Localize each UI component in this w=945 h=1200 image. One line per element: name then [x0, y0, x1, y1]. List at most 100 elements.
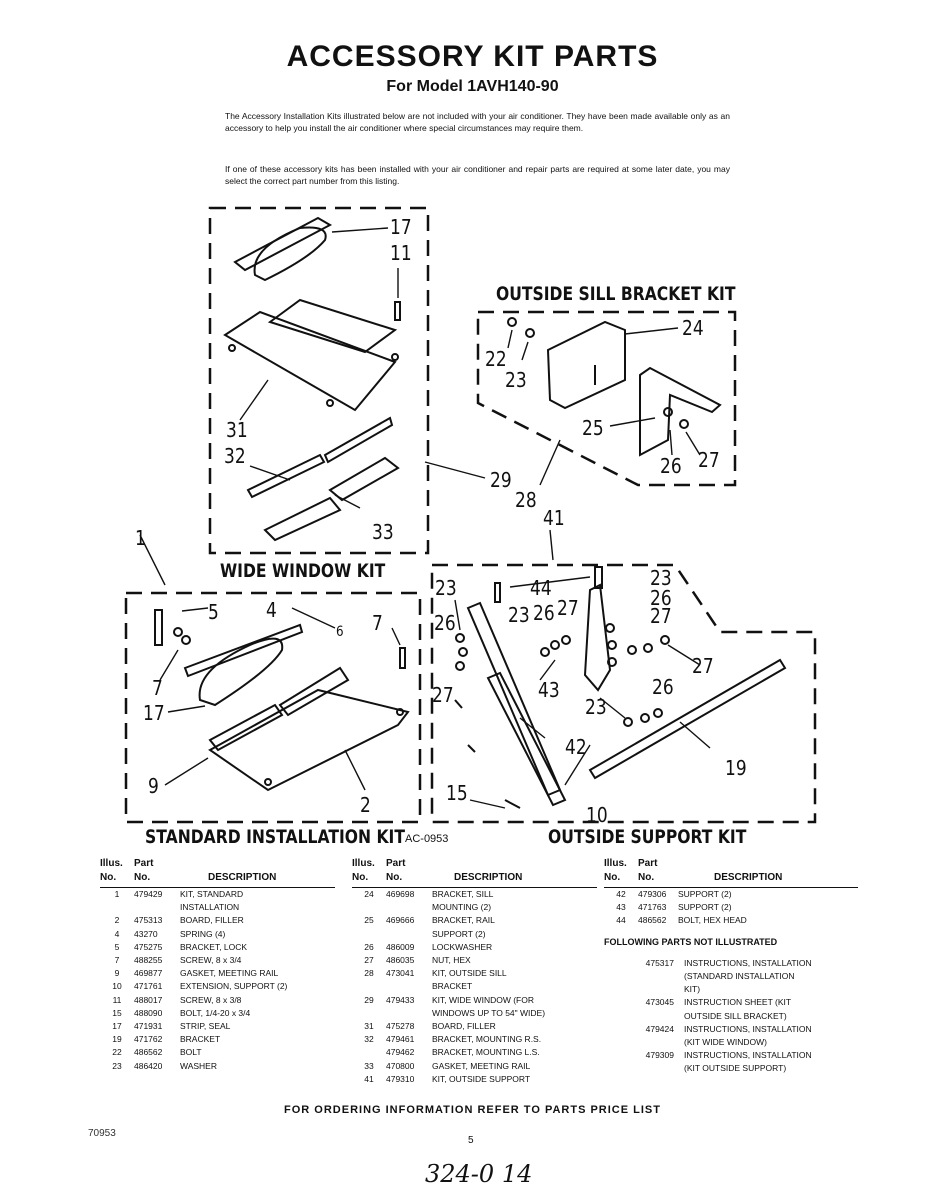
header-description: DESCRIPTION [678, 871, 858, 888]
part-no-cell: 479461 [386, 1034, 415, 1045]
description-cell: WINDOWS UP TO 54" WIDE) [432, 1007, 546, 1018]
outside-support-kit-border [430, 563, 817, 824]
callout-44: 44 [530, 576, 552, 600]
description-cell: NUT, HEX [432, 955, 471, 966]
part-no-cell: 488017 [134, 994, 163, 1005]
callout-17: 17 [390, 215, 412, 239]
header-no: No. [386, 871, 432, 888]
description-cell: KIT, OUTSIDE SILL [432, 968, 507, 979]
description-cell: STRIP, SEAL [180, 1021, 231, 1032]
description-cell: GASKET, MEETING RAIL [180, 968, 279, 979]
illus-no-cell: 31 [364, 1021, 374, 1032]
parts-row: 11 488017 SCREW, 8 x 3/8 [100, 994, 335, 1007]
callout-5: 5 [208, 600, 219, 624]
description-cell: INSTRUCTIONS, INSTALLATION [684, 1050, 812, 1061]
header-part: Part [134, 858, 154, 869]
callout-25: 25 [582, 416, 604, 440]
description-cell: BRACKET, SILL [432, 889, 494, 899]
illus-no-cell: 10 [112, 981, 122, 992]
part-no-cell [604, 1036, 674, 1049]
part-no-cell: 486562 [134, 1047, 163, 1058]
callout-2: 2 [360, 793, 371, 817]
description-cell: BRACKET [432, 981, 473, 992]
callout-41: 41 [543, 506, 565, 530]
part-no-cell: 479310 [386, 1073, 415, 1084]
callout-17-standard: 17 [143, 701, 165, 725]
callout-27-d: 27 [692, 654, 714, 678]
outside-sill-kit-label: OUTSIDE SILL BRACKET KIT [496, 283, 736, 305]
outside-sill-kit-border [476, 310, 737, 487]
header-no: No. [134, 871, 180, 888]
header-part: Part [386, 858, 406, 869]
callout-6: 6 [336, 624, 344, 640]
illus-no-cell [100, 901, 134, 914]
parts-row: BRACKET [352, 980, 597, 993]
not-illustrated-heading: FOLLOWING PARTS NOT ILLUSTRATED [604, 936, 778, 947]
not-illustrated-row: (STANDARD INSTALLATION [604, 970, 844, 983]
intro-paragraph-1: The Accessory Installation Kits illustra… [225, 111, 730, 133]
callout-26-a: 26 [434, 611, 456, 635]
description-cell: (STANDARD INSTALLATION [684, 971, 795, 982]
callout-42: 42 [565, 735, 587, 759]
wide-window-kit-label: WIDE WINDOW KIT [220, 560, 386, 582]
callout-33: 33 [372, 520, 394, 544]
part-no-cell: 470800 [386, 1060, 415, 1071]
part-no-cell: 473045 [645, 997, 674, 1008]
description-cell: SUPPORT (2) [678, 902, 732, 913]
document-number: 70953 [88, 1128, 116, 1139]
header-description: DESCRIPTION [432, 871, 597, 888]
parts-row: WINDOWS UP TO 54" WIDE) [352, 1007, 597, 1020]
part-no-cell [386, 980, 432, 993]
part-no-cell: 471763 [638, 902, 667, 913]
description-cell: (KIT WIDE WINDOW) [684, 1037, 767, 1048]
callout-10: 10 [586, 803, 608, 827]
description-cell: EXTENSION, SUPPORT (2) [180, 981, 288, 992]
description-cell: BOARD, FILLER [180, 915, 244, 926]
header-no: No. [604, 871, 638, 888]
header-description: DESCRIPTION [180, 871, 335, 888]
part-no-cell: 469666 [386, 915, 415, 926]
description-cell: LOCKWASHER [432, 941, 493, 952]
illus-no-cell: 11 [112, 994, 122, 1005]
description-cell: BOLT [180, 1047, 202, 1058]
part-no-cell: 43270 [134, 928, 158, 939]
illus-no-cell [352, 1046, 386, 1059]
part-no-cell: 471762 [134, 1034, 163, 1045]
part-no-cell: 479429 [134, 889, 163, 899]
parts-row: MOUNTING (2) [352, 901, 597, 914]
part-no-cell: 475275 [134, 941, 163, 952]
illus-no-cell: 23 [112, 1060, 122, 1071]
illus-no-cell: 19 [112, 1034, 122, 1045]
part-no-cell: 471761 [134, 981, 163, 992]
description-cell: KIT) [684, 984, 701, 995]
illus-no-cell: 5 [114, 941, 120, 952]
callout-19: 19 [725, 756, 747, 780]
illus-no-cell: 27 [364, 955, 374, 966]
callout-29: 29 [490, 468, 512, 492]
callout-26: 26 [660, 454, 682, 478]
description-cell: KIT, OUTSIDE SUPPORT [432, 1073, 531, 1084]
description-cell: SUPPORT (2) [432, 928, 486, 939]
part-no-cell [386, 901, 432, 914]
part-no-cell [604, 983, 674, 996]
callout-28: 28 [515, 488, 537, 512]
callout-7-right: 7 [372, 611, 383, 635]
description-cell: BOLT, 1/4-20 x 3/4 [180, 1007, 251, 1018]
part-no-cell: 475278 [386, 1021, 415, 1032]
intro-paragraph-2: If one of these accessory kits has been … [225, 164, 730, 186]
part-no-cell [604, 970, 674, 983]
part-no-cell: 486035 [386, 955, 415, 966]
callout-15: 15 [446, 781, 468, 805]
description-cell: SCREW, 8 x 3/8 [180, 994, 242, 1005]
illus-no-cell: 24 [364, 889, 374, 899]
